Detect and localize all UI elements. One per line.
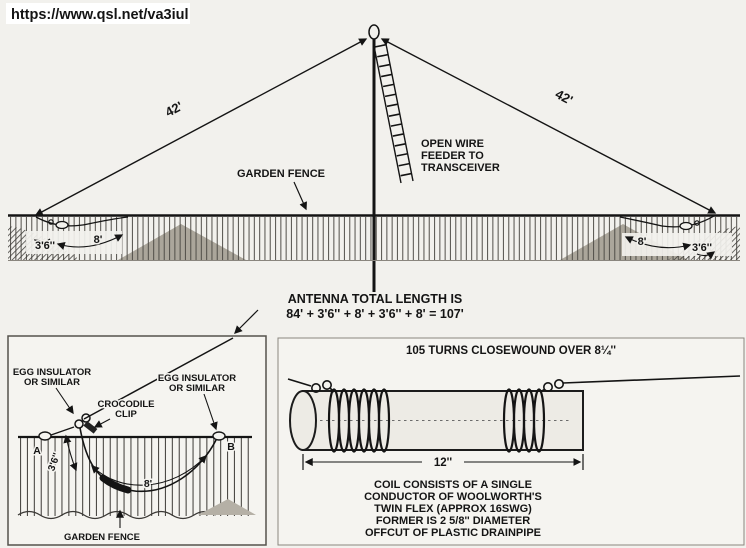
garden-fence-label: GARDEN FENCE [237, 168, 325, 180]
wire-right-length-label: 42' [553, 86, 576, 107]
crocodile-clip-shape [83, 420, 98, 434]
total-length-line1: ANTENNA TOTAL LENGTH IS [288, 292, 463, 306]
garden-fence-arrow [293, 181, 307, 211]
right-end-rigging [619, 215, 716, 260]
egg-left-callout-arrow [55, 387, 74, 415]
span-dimension-arrow [91, 455, 207, 486]
feeder-label-line3: TRANSCEIVER [421, 162, 500, 174]
coil-description-line1: COIL CONSISTS OF A SINGLE [374, 479, 532, 491]
detail-garden-fence-label: GARDEN FENCE [64, 532, 140, 543]
coil-windings-right [502, 388, 546, 453]
former-length-label: 12'' [434, 457, 453, 469]
antenna-wire-right [380, 38, 717, 214]
former-length-dimension [302, 454, 584, 470]
coil-title: 105 TURNS CLOSEWOUND OVER 8¼'' [406, 345, 616, 357]
wire-pigtail-right [539, 375, 741, 393]
detail-span-label: 8' [144, 478, 152, 490]
total-length-line2: 84' + 3'6'' + 8' + 3'6'' + 8' = 107' [286, 307, 463, 321]
egg-left-label-line1: EGG INSULATOR [13, 367, 91, 378]
main-antenna-diagram: 42' 42' OPEN WIRE FEEDER TO TRANSCEIVER … [8, 24, 740, 321]
ground-mound-left [118, 224, 246, 260]
detail-antenna-wire [83, 337, 234, 420]
egg-left-label-line2: OR SIMILAR [24, 377, 80, 388]
right-drop-label: 3'6'' [692, 242, 712, 254]
source-url: https://www.qsl.net/va3iul [11, 7, 189, 23]
detail-leader-line [234, 309, 259, 334]
point-b-label: B [227, 441, 235, 453]
open-wire-feeder [373, 43, 414, 184]
mast-pulley-icon [368, 24, 380, 40]
point-b-insulator [212, 431, 226, 441]
crocodile-clip-label-line2: CLIP [115, 409, 137, 420]
fence-detail-diagram: EGG INSULATOR OR SIMILAR EGG INSULATOR O… [7, 309, 267, 546]
coil-detail-diagram: 105 TURNS CLOSEWOUND OVER 8¼'' [277, 337, 745, 546]
croc-callout-arrow [93, 418, 111, 428]
antenna-wire-left [34, 38, 368, 216]
right-run-label: 8' [638, 236, 647, 248]
coil-description-line2: CONDUCTOR OF WOOLWORTH'S [364, 491, 542, 503]
drop-dimension-arrow [63, 434, 78, 472]
egg-right-label-line2: OR SIMILAR [169, 383, 225, 394]
egg-right-callout-arrow [203, 393, 218, 431]
left-insulator-shape [55, 220, 69, 230]
coil-description-line4: FORMER IS 2 5/8'' DIAMETER [376, 515, 530, 527]
mast [368, 24, 380, 292]
loading-coil-shape [99, 474, 132, 494]
url-background [6, 3, 190, 24]
egg-insulator-shape [74, 413, 91, 429]
crocodile-clip-label-line1: CROCODILE [98, 399, 155, 410]
detail-ground-mound [198, 499, 256, 515]
coil-former [289, 390, 584, 451]
feeder-label-line1: OPEN WIRE [421, 138, 484, 150]
point-a-label: A [33, 445, 41, 457]
coil-windings-left [327, 388, 391, 453]
left-run-label: 8' [94, 234, 103, 246]
point-a-insulator [38, 431, 52, 441]
feeder-label-line2: FEEDER TO [421, 150, 484, 162]
egg-right-label-line1: EGG INSULATOR [158, 373, 236, 384]
coil-description-line3: TWIN FLEX (APPROX 16SWG) [374, 503, 532, 515]
wire-pigtail-left [287, 378, 335, 393]
left-end-rigging [33, 216, 129, 250]
wire-left-length-label: 42' [163, 98, 186, 119]
right-insulator-shape [679, 221, 693, 231]
wire-to-point-a [50, 426, 75, 436]
left-drop-label: 3'6'' [35, 240, 55, 252]
coil-description-line5: OFFCUT OF PLASTIC DRAINPIPE [365, 527, 541, 539]
